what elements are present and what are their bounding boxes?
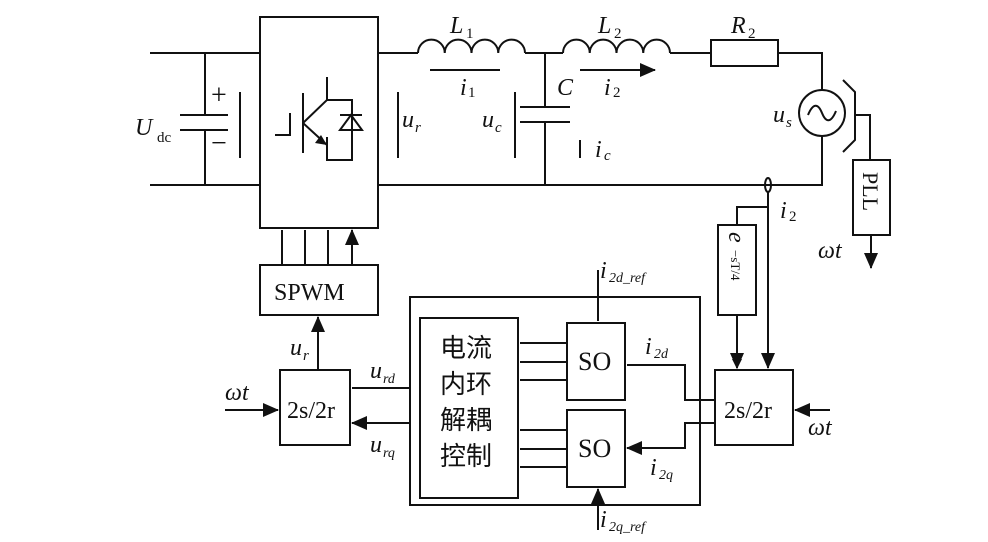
svg-text:r: r bbox=[303, 348, 309, 364]
power-circuit bbox=[150, 16, 871, 229]
svg-text:i: i bbox=[650, 455, 657, 481]
svg-text:u: u bbox=[773, 102, 785, 128]
svg-text:i: i bbox=[600, 258, 607, 284]
svg-text:L: L bbox=[597, 13, 611, 39]
svg-text:SO: SO bbox=[578, 434, 611, 463]
svg-text:c: c bbox=[604, 148, 611, 164]
svg-text:2: 2 bbox=[748, 26, 756, 42]
state-observer-d bbox=[566, 322, 626, 401]
svg-text:+: + bbox=[211, 80, 227, 111]
svg-text:2: 2 bbox=[789, 209, 797, 225]
svg-text:电流: 电流 bbox=[440, 334, 492, 363]
svg-text:2s/2r: 2s/2r bbox=[287, 398, 335, 424]
svg-text:u: u bbox=[370, 432, 382, 458]
svg-text:i: i bbox=[460, 75, 467, 101]
svg-text:ωt: ωt bbox=[225, 380, 250, 406]
inverter-bridge bbox=[259, 16, 379, 229]
svg-text:U: U bbox=[135, 115, 154, 141]
svg-text:C: C bbox=[557, 75, 574, 101]
svg-text:1: 1 bbox=[466, 26, 474, 42]
svg-text:e: e bbox=[723, 232, 749, 243]
svg-text:PLL: PLL bbox=[858, 172, 883, 211]
svg-text:i: i bbox=[595, 137, 602, 163]
svg-text:r: r bbox=[415, 120, 421, 136]
svg-text:u: u bbox=[290, 335, 302, 361]
svg-text:解耦: 解耦 bbox=[440, 406, 492, 435]
svg-text:1: 1 bbox=[468, 85, 476, 101]
svg-text:u: u bbox=[402, 107, 414, 133]
pll-block: PLL bbox=[852, 159, 891, 269]
svg-text:SPWM: SPWM bbox=[274, 280, 345, 306]
svg-text:控制: 控制 bbox=[440, 442, 492, 471]
svg-text:2d_ref: 2d_ref bbox=[609, 271, 647, 286]
svg-text:u: u bbox=[482, 107, 494, 133]
svg-text:i: i bbox=[600, 507, 607, 533]
svg-text:SO: SO bbox=[578, 347, 611, 376]
svg-text:ωt: ωt bbox=[808, 415, 833, 441]
svg-text:内环: 内环 bbox=[440, 370, 492, 399]
svg-text:ωt: ωt bbox=[818, 238, 843, 264]
svg-text:2s/2r: 2s/2r bbox=[724, 398, 772, 424]
svg-text:i: i bbox=[645, 334, 652, 360]
svg-text:u: u bbox=[370, 358, 382, 384]
svg-text:−sT/4: −sT/4 bbox=[728, 250, 743, 281]
resistor-r2 bbox=[710, 39, 779, 67]
svg-text:i: i bbox=[780, 198, 787, 224]
delay-block: e −sT/4 bbox=[717, 192, 775, 368]
svg-text:dc: dc bbox=[157, 130, 172, 146]
park-block: 2s/2r ωt bbox=[714, 369, 833, 446]
svg-text:rd: rd bbox=[383, 372, 396, 387]
svg-text:−: − bbox=[211, 128, 227, 159]
svg-text:2: 2 bbox=[613, 85, 621, 101]
svg-text:i: i bbox=[604, 75, 611, 101]
svg-text:2: 2 bbox=[614, 26, 622, 42]
svg-text:2q: 2q bbox=[659, 468, 673, 483]
svg-text:rq: rq bbox=[383, 446, 395, 461]
inductor-l1 bbox=[417, 38, 526, 54]
svg-text:L: L bbox=[449, 13, 463, 39]
svg-text:2d: 2d bbox=[654, 347, 669, 362]
svg-text:2q_ref: 2q_ref bbox=[609, 520, 647, 535]
svg-text:s: s bbox=[786, 115, 792, 131]
inductor-l2 bbox=[562, 38, 671, 54]
svg-text:c: c bbox=[495, 120, 502, 136]
svg-text:R: R bbox=[730, 13, 746, 39]
